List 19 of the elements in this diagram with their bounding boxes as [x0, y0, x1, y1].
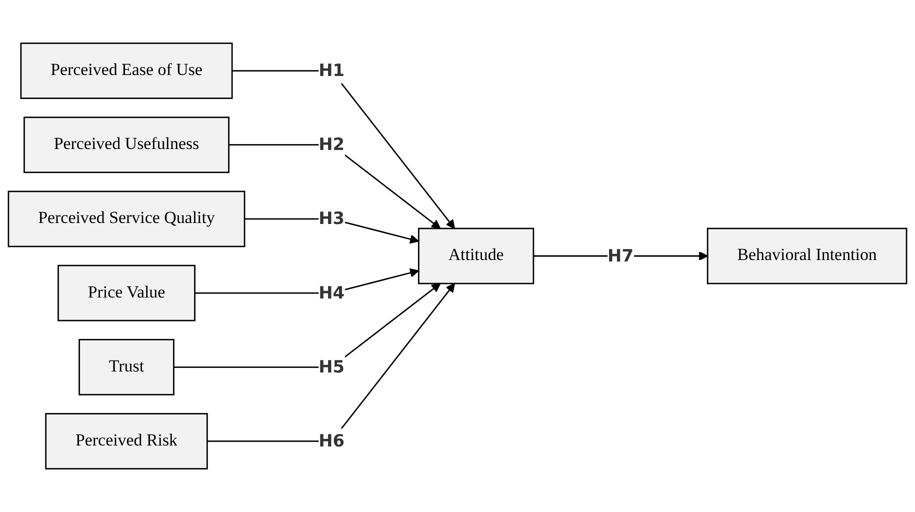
node-box: Perceived Service Quality [8, 190, 246, 248]
arrow [174, 283, 441, 368]
arrow [232, 70, 456, 229]
edge-label: H4 [318, 282, 345, 303]
node-box: Behavioral Intention [706, 228, 908, 284]
node-box: Trust [78, 338, 174, 396]
edge-label: H3 [318, 208, 345, 228]
edge-label: H5 [318, 356, 345, 377]
arrow [207, 283, 456, 442]
node-box: Perceived Usefulness [24, 116, 230, 174]
node-box: Perceived Ease of Use [20, 42, 233, 99]
node-box: Price Value [58, 264, 196, 322]
node-box: Attitude [418, 228, 534, 284]
edge-label: H7 [608, 245, 634, 266]
edge-label: H6 [318, 430, 345, 451]
node-box: Perceived Risk [45, 413, 208, 470]
arrow [194, 268, 420, 294]
edge-label: H2 [318, 134, 345, 154]
edge-label: H1 [318, 60, 345, 80]
